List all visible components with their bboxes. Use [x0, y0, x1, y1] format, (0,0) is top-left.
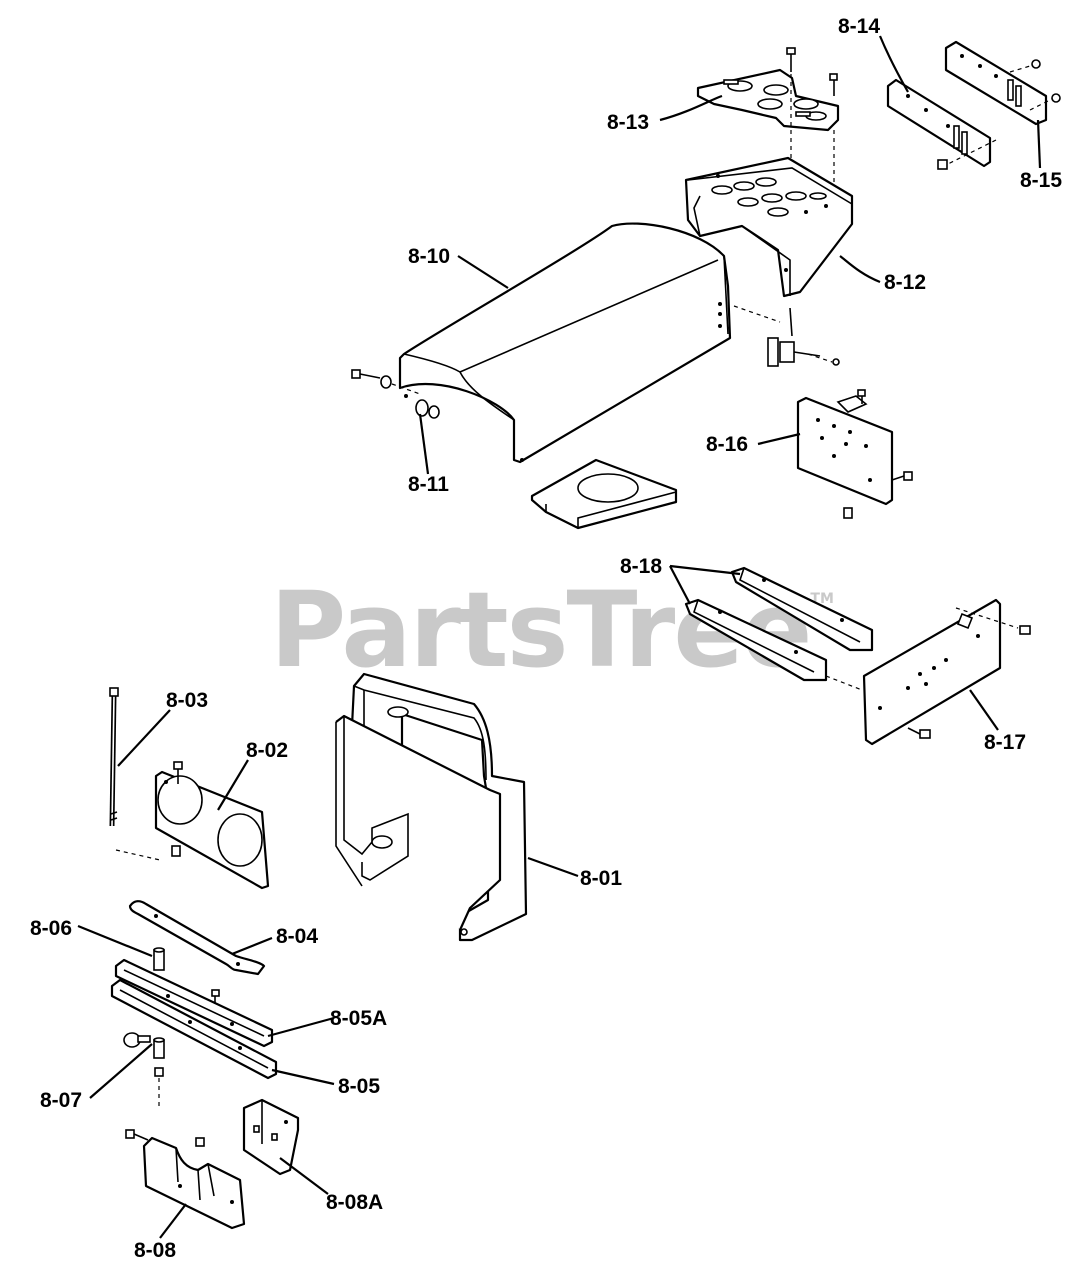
part-8-12-dash-housing[interactable] [684, 156, 854, 298]
channel-hardware [123, 989, 220, 1048]
part-8-10-hood[interactable] [398, 222, 732, 464]
part-8-08A-bracket[interactable] [242, 1098, 300, 1176]
callout-8-06[interactable]: 8-06 [30, 917, 73, 940]
callout-8-05A[interactable]: 8-05A [330, 1007, 388, 1030]
callout-8-03[interactable]: 8-03 [166, 689, 209, 712]
callout-8-16[interactable]: 8-16 [706, 433, 749, 456]
part-8-05A-channel[interactable] [114, 958, 274, 1048]
callout-8-18[interactable]: 8-18 [620, 555, 663, 578]
floor-plate [530, 458, 678, 530]
hood-latch [733, 305, 840, 367]
callout-8-02[interactable]: 8-02 [246, 739, 289, 762]
callout-8-01[interactable]: 8-01 [580, 867, 623, 890]
part-8-15-plate[interactable] [937, 40, 1061, 170]
callout-8-10[interactable]: 8-10 [408, 245, 451, 268]
part-8-11-hardware[interactable] [351, 369, 440, 419]
callout-8-13[interactable]: 8-13 [607, 111, 650, 134]
callout-8-04[interactable]: 8-04 [276, 925, 319, 948]
callout-8-08A[interactable]: 8-08A [326, 1191, 384, 1214]
part-8-07-spacer[interactable] [153, 1037, 165, 1110]
part-8-18-brackets[interactable] [684, 566, 874, 691]
part-8-06-spacer[interactable] [153, 947, 165, 971]
callout-8-11[interactable]: 8-11 [408, 473, 449, 496]
part-8-05-channel[interactable] [110, 978, 278, 1080]
part-8-02-gauge-panel[interactable] [115, 761, 270, 890]
callout-8-14[interactable]: 8-14 [838, 15, 881, 38]
part-8-03-rod[interactable] [109, 687, 119, 827]
callout-leaders [77, 35, 1042, 1239]
part-8-16-plate[interactable] [796, 389, 913, 519]
callout-8-05[interactable]: 8-05 [338, 1075, 381, 1098]
callout-8-17[interactable]: 8-17 [984, 731, 1027, 754]
part-8-14-plate[interactable] [886, 78, 992, 168]
part-8-04-strap[interactable] [128, 900, 266, 976]
part-8-08-clamp[interactable] [125, 1129, 246, 1230]
callout-8-08[interactable]: 8-08 [134, 1239, 177, 1262]
callout-8-12[interactable]: 8-12 [884, 271, 927, 294]
part-8-01-frame[interactable] [335, 672, 528, 942]
callout-8-15[interactable]: 8-15 [1020, 169, 1063, 192]
part-8-13-bolts [786, 47, 838, 200]
part-8-17-plate[interactable] [862, 598, 1031, 746]
callout-8-07[interactable]: 8-07 [40, 1089, 83, 1112]
part-8-13-plate[interactable] [696, 68, 840, 132]
